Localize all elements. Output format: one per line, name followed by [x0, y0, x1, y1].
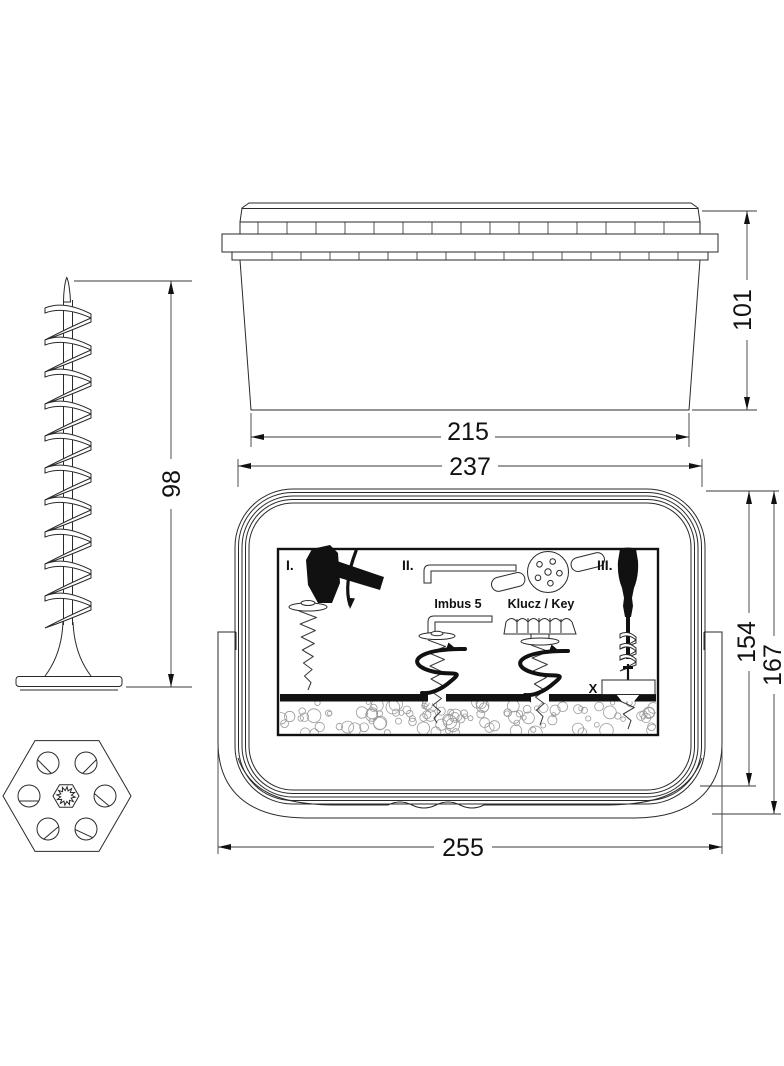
- hex-washer-outline: [2, 740, 132, 852]
- dimension-arrowheads: [168, 211, 777, 850]
- label-arrowheads: [346, 597, 558, 703]
- dimension-front-heights: 154 167: [700, 490, 784, 815]
- lid-tick-band-lower: [231, 251, 709, 261]
- hex-key-label: Imbus 5: [434, 597, 481, 611]
- front-outline-5: [248, 502, 692, 791]
- key-rotation-arrow: [518, 648, 570, 698]
- screw-tip: [62, 276, 72, 303]
- screw-flare-right: [72, 621, 92, 677]
- handle-inner-curve: [237, 757, 703, 809]
- bucket-body: [239, 259, 701, 411]
- front-outline-3: [241, 495, 699, 798]
- screw-helix-blades: [44, 304, 92, 629]
- step3-screw-threads: [619, 700, 635, 730]
- step1-screw: [288, 600, 328, 691]
- dim-167-label: 167: [759, 644, 784, 686]
- step-3-numeral: III.: [597, 557, 613, 573]
- dim-98-label: 98: [158, 470, 186, 498]
- lid-tick-band-upper: [239, 221, 701, 235]
- front-outline-2: [238, 492, 702, 801]
- substrate-surface-band: [280, 694, 656, 702]
- screw-base-plate: [15, 676, 123, 687]
- dimension-front-body-width: 237: [237, 453, 703, 487]
- spiral-screw-side-view: [15, 276, 123, 691]
- hex-washer-holes: [17, 751, 117, 841]
- lid-top-cap: [239, 202, 701, 223]
- flush-mark-label: X: [589, 681, 598, 696]
- key-label: Klucz / Key: [508, 597, 575, 611]
- step2-rotation-arrow: [415, 646, 467, 696]
- dim-215-label: 215: [447, 418, 489, 446]
- dimension-screw-length: 98: [74, 280, 192, 688]
- countersunk-head: [616, 694, 640, 702]
- dimension-front-overall-width: 255: [217, 748, 723, 862]
- knurled-knob-side-view: [503, 618, 577, 640]
- dim-237-label: 237: [449, 453, 491, 481]
- dim-154-label: 154: [733, 621, 761, 663]
- key-knob-top-view: [491, 551, 605, 593]
- screwdriver-icon: [617, 547, 639, 694]
- hex-socket: [52, 784, 80, 808]
- dim-101-label: 101: [729, 289, 757, 331]
- front-outline-4: [245, 499, 695, 794]
- allen-key-engaged-icon: [427, 615, 493, 634]
- screw-flare-left: [44, 621, 64, 677]
- dimension-bucket-height: 101: [692, 210, 757, 411]
- lid-flange: [221, 233, 719, 253]
- bucket-front-view: [217, 488, 723, 819]
- instruction-label: I. II. Imbus 5: [276, 545, 660, 737]
- lid-segment-ticks: [257, 222, 679, 260]
- hammer-icon: [306, 545, 384, 603]
- step-key-screw: [518, 637, 570, 726]
- dim-255-label: 255: [442, 834, 484, 862]
- label-frame: [276, 547, 660, 737]
- allen-key-icon: [423, 564, 517, 584]
- step2-screw: [415, 630, 467, 724]
- front-outline-1: [234, 488, 706, 805]
- bucket-side-view: [221, 202, 719, 411]
- dimension-bucket-width: 215: [250, 413, 690, 447]
- hex-washer-top-view: [2, 740, 132, 852]
- hex-socket-star: [55, 785, 77, 807]
- flush-plate: [601, 679, 656, 695]
- handle-outline: [217, 631, 723, 819]
- step-1-numeral: I.: [286, 557, 294, 573]
- step-2-numeral: II.: [402, 557, 414, 573]
